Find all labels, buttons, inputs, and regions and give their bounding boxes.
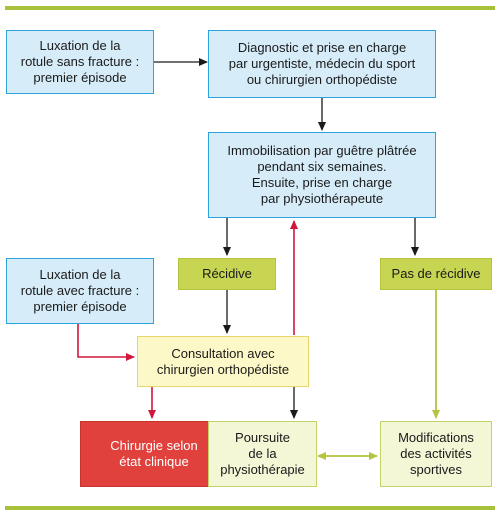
node-modifications: Modifications des activités sportives <box>380 421 492 487</box>
node-immobilisation: Immobilisation par guêtre plâtrée pendan… <box>208 132 436 218</box>
node-recidive: Récidive <box>178 258 276 290</box>
node-luxation-avec-fracture: Luxation de la rotule avec fracture : pr… <box>6 258 154 324</box>
node-pas-de-recidive: Pas de récidive <box>380 258 492 290</box>
bottom-rule <box>5 506 495 510</box>
node-consultation: Consultation avec chirurgien orthopédist… <box>137 336 309 387</box>
node-poursuite: Poursuite de la physiothérapie <box>208 421 317 487</box>
top-rule <box>5 6 495 10</box>
node-chirurgie: Chirurgie selon état clinique <box>80 421 228 487</box>
arrow-fracture-to-consultation <box>77 324 135 361</box>
node-luxation-sans-fracture: Luxation de la rotule sans fracture : pr… <box>6 30 154 94</box>
node-diagnostic: Diagnostic et prise en charge par urgent… <box>208 30 436 98</box>
